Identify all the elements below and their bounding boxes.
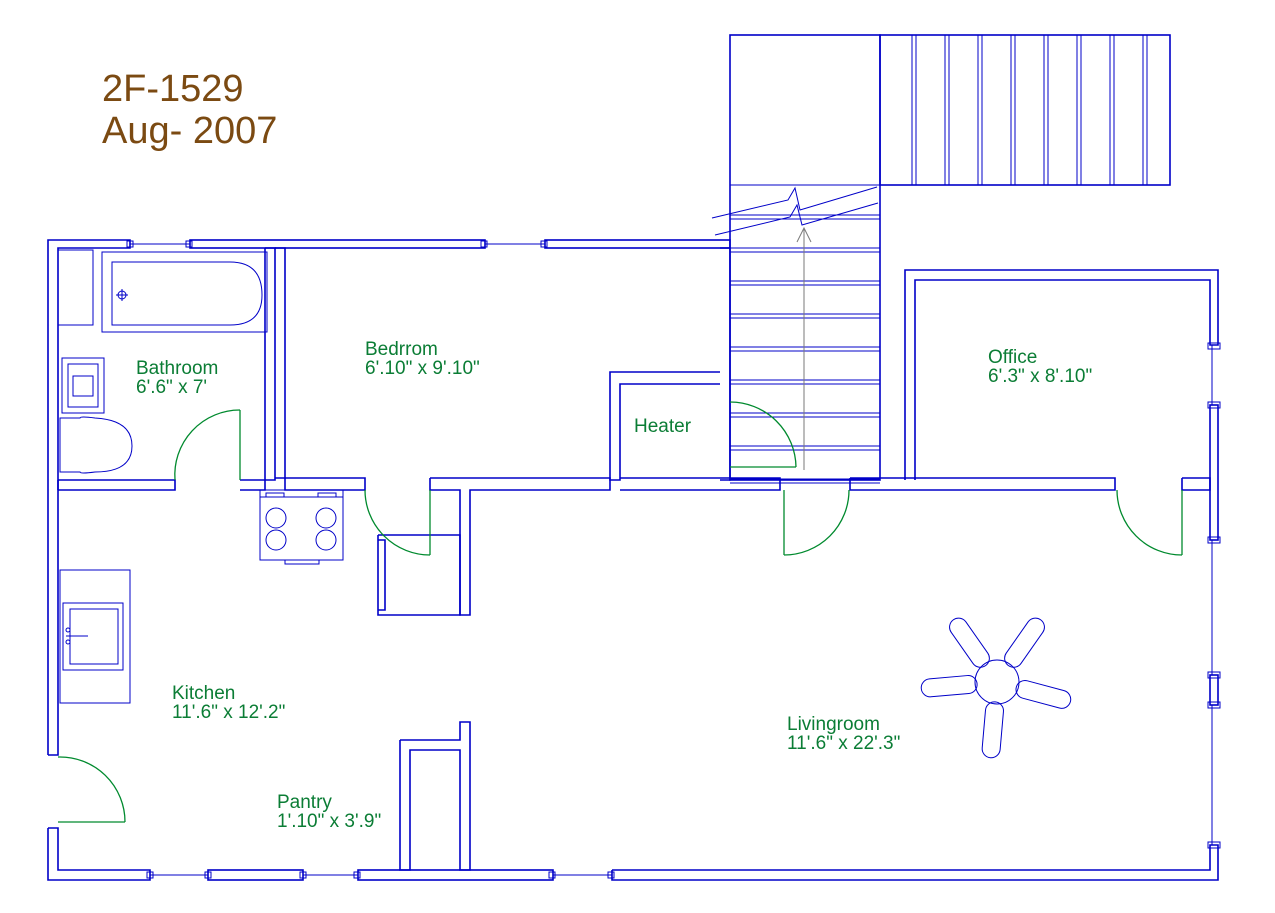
- sink-icon: [62, 602, 124, 671]
- fan-blade: [1015, 680, 1072, 709]
- pantry-label: Pantry: [277, 792, 332, 813]
- linen-closet: [57, 249, 94, 326]
- office-label: Office: [988, 347, 1037, 368]
- fan-blade: [1004, 617, 1045, 668]
- kitchen-label: Kitchen: [172, 683, 235, 704]
- exterior-walls: [47, 239, 1221, 881]
- livingroom-label: Livingroom: [787, 714, 880, 735]
- heater-label: Heater: [634, 416, 692, 437]
- fan-blade: [981, 701, 1004, 759]
- plan-date: Aug- 2007: [102, 110, 277, 152]
- plan-id: 2F-1529: [102, 68, 244, 110]
- bathroom-fixtures: [57, 249, 268, 474]
- bathroom-size: 6'.6" x 7': [136, 377, 207, 398]
- bathtub-icon: [101, 251, 268, 333]
- toilet-icon: [59, 416, 133, 474]
- counter: [59, 569, 131, 704]
- ceiling-fan-icon: [920, 617, 1072, 759]
- office-size: 6'.3" x 8'.10": [988, 366, 1092, 387]
- room-labels: Bathroom 6'.6" x 7' Bedrrom 6'.10" x 9'.…: [136, 339, 1092, 832]
- staircase: [711, 34, 1171, 484]
- fan-blade: [920, 675, 978, 698]
- bedroom-size: 6'.10" x 9'.10": [365, 358, 480, 379]
- kitchen-fixtures: [59, 489, 344, 704]
- interior-walls: [57, 247, 1211, 871]
- sink-icon: [61, 357, 105, 414]
- bathroom-label: Bathroom: [136, 358, 218, 379]
- bedroom-label: Bedrrom: [365, 339, 438, 360]
- kitchen-size: 11'.6" x 12'.2": [172, 702, 285, 723]
- pantry-size: 1'.10" x 3'.9": [277, 811, 381, 832]
- fan-blade: [949, 617, 990, 668]
- livingroom-size: 11'.6" x 22'.3": [787, 733, 900, 754]
- doors: [57, 401, 1183, 823]
